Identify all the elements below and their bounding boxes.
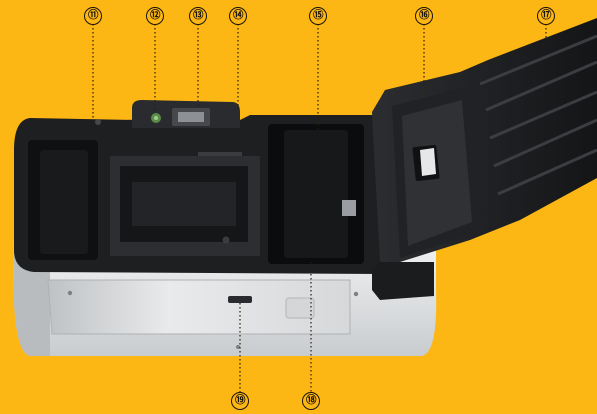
callout-13: ⑬ (189, 7, 207, 25)
camera-inner-compartment (14, 115, 384, 274)
callout-11: ⑪ (84, 7, 102, 25)
callout-17: ⑰ (537, 7, 555, 25)
callout-leaders (92, 24, 547, 393)
callout-16: ⑯ (415, 7, 433, 25)
callout-12: ⑫ (146, 7, 164, 25)
back-door (372, 18, 597, 300)
callout-19: ⑲ (231, 392, 249, 410)
viewfinder-assembly (95, 100, 240, 128)
callout-15: ⑮ (309, 7, 327, 25)
latch-button (228, 296, 252, 303)
callout-18: ⑱ (302, 392, 320, 410)
callout-14: ⑭ (229, 7, 247, 25)
